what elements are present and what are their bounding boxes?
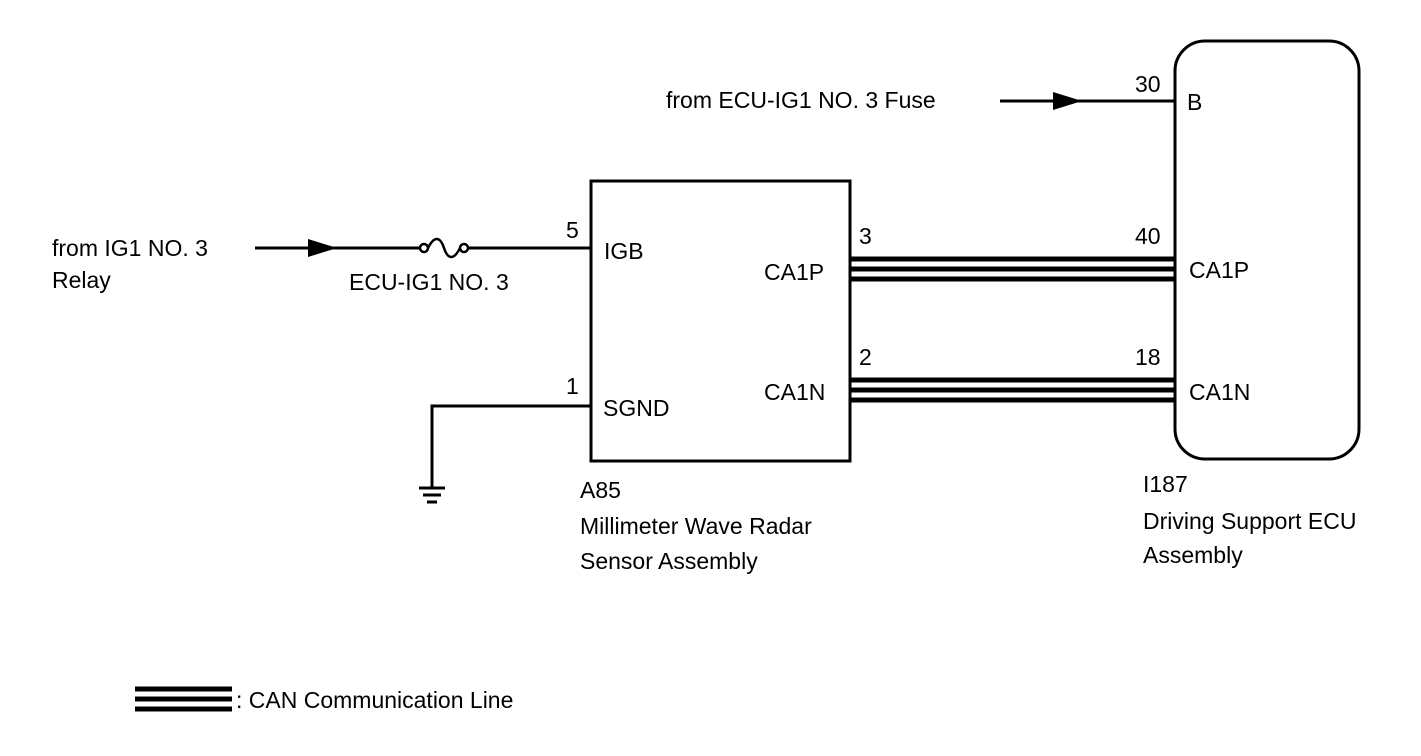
ig1-relay-source-label: from IG1 NO. 3 (52, 235, 208, 261)
ground-icon (419, 486, 445, 504)
ecu-name-label: Assembly (1143, 542, 1243, 568)
radar-pin-name: CA1N (764, 379, 825, 405)
can-line-legend-icon (135, 686, 232, 712)
radar-pin-number: 2 (859, 344, 872, 370)
ig1-relay-arrow-icon (308, 239, 337, 257)
radar-pin-number: 1 (566, 373, 579, 399)
ecu-pin-name: CA1P (1189, 257, 1249, 283)
ig1-relay-source-label: Relay (52, 267, 111, 293)
radar-connector-label: A85 (580, 477, 621, 503)
ecu-connector-label: I187 (1143, 471, 1188, 497)
ecu-pin-number: 40 (1135, 223, 1161, 249)
radar-pin-name: IGB (604, 238, 644, 264)
ecu-name-label: Driving Support ECU (1143, 508, 1356, 534)
radar-pin-number: 3 (859, 223, 872, 249)
can-bus-ca1n (850, 377, 1175, 403)
can-bus-ca1p (850, 256, 1175, 282)
ecu-pin-number: 30 (1135, 71, 1161, 97)
ecu-pin-number: 18 (1135, 344, 1161, 370)
legend-label: : CAN Communication Line (236, 687, 513, 713)
radar-sensor-box (589, 179, 852, 463)
fuse-icon (418, 237, 470, 259)
radar-pin-name: CA1P (764, 259, 824, 285)
ecu-pin-name: B (1187, 89, 1202, 115)
fuse-source-label: from ECU-IG1 NO. 3 Fuse (666, 87, 936, 113)
fuse-label: ECU-IG1 NO. 3 (349, 269, 509, 295)
radar-name-label: Sensor Assembly (580, 548, 758, 574)
ground-wire (430, 404, 591, 487)
radar-pin-name: SGND (603, 395, 669, 421)
fuse-source-arrow-icon (1053, 92, 1082, 110)
driving-ecu-box (1173, 39, 1361, 461)
radar-pin-number: 5 (566, 217, 579, 243)
ecu-pin-name: CA1N (1189, 379, 1250, 405)
radar-name-label: Millimeter Wave Radar (580, 513, 812, 539)
